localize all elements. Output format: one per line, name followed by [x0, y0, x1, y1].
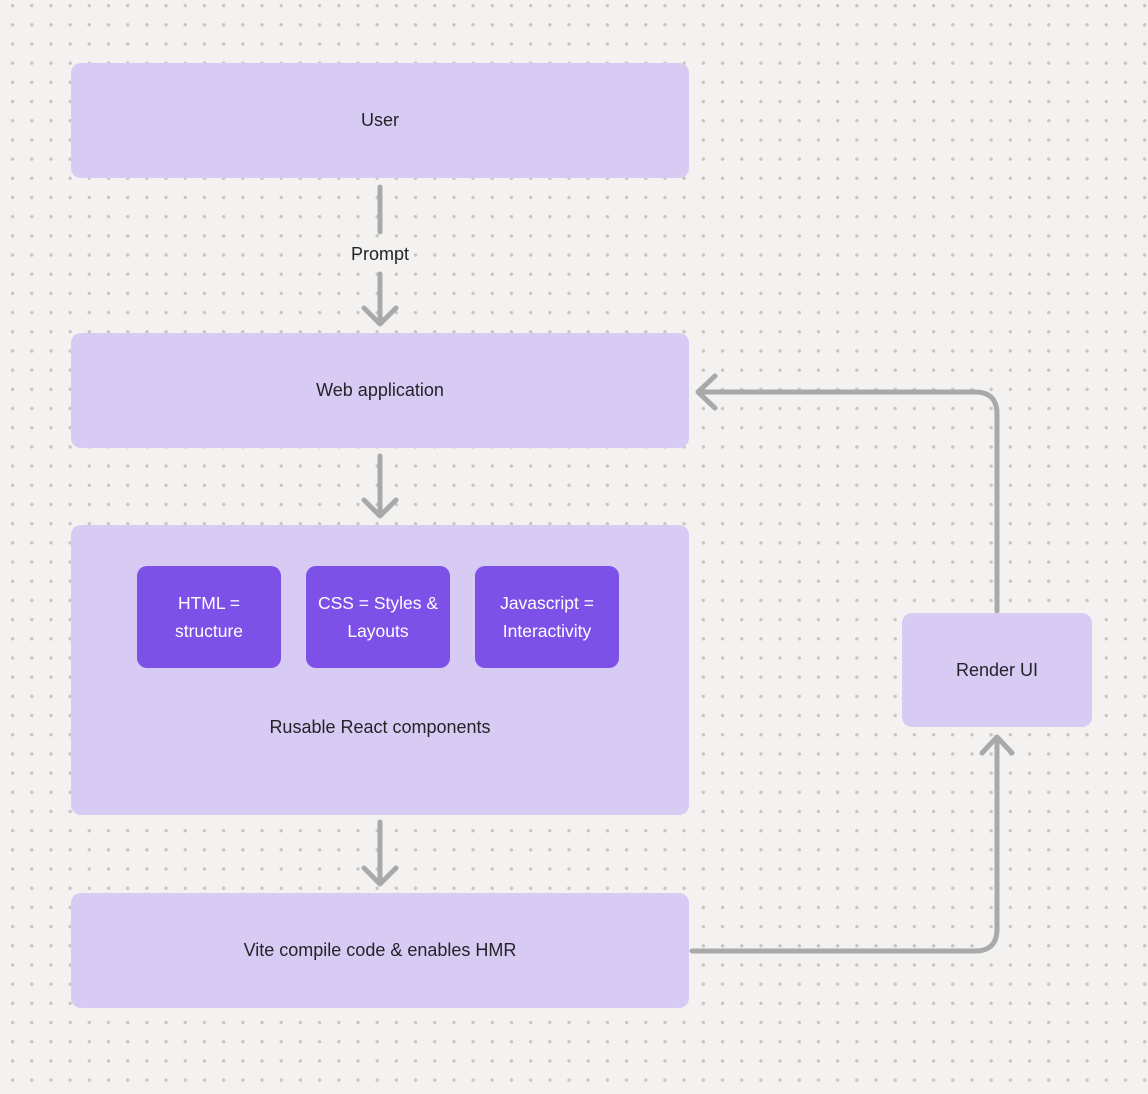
arrow-vite-to-render-ui	[689, 734, 1015, 954]
node-vite[interactable]: Vite compile code & enables HMR	[71, 893, 689, 1008]
arrowhead-up-icon	[979, 734, 1015, 756]
node-vite-label: Vite compile code & enables HMR	[243, 940, 517, 960]
arrowhead-left-icon	[695, 373, 718, 411]
arrow-components-to-vite	[361, 819, 399, 887]
node-web-application-label: Web application	[316, 380, 444, 400]
node-render-ui-label: Render UI	[955, 659, 1039, 680]
arrow-webapp-to-components	[361, 453, 399, 519]
arrowhead-down-icon	[361, 305, 399, 327]
node-javascript-label: Javascript = Interactivity	[500, 593, 594, 641]
node-render-ui[interactable]: Render UI	[902, 613, 1092, 727]
node-user-label: User	[360, 110, 399, 130]
edge-label-prompt: Prompt	[350, 244, 410, 264]
node-components-container-label: Rusable React components	[269, 717, 491, 737]
node-css[interactable]: CSS = Styles & Layouts	[306, 566, 450, 668]
node-web-application[interactable]: Web application	[71, 333, 689, 448]
arrowhead-down-icon	[361, 497, 399, 519]
node-html-label: HTML = structure	[174, 593, 244, 641]
node-javascript[interactable]: Javascript = Interactivity	[475, 566, 619, 668]
node-components-container[interactable]: HTML = structure CSS = Styles & Layouts …	[71, 525, 689, 815]
node-html[interactable]: HTML = structure	[137, 566, 281, 668]
node-user[interactable]: User	[71, 63, 689, 178]
arrowhead-down-icon	[361, 865, 399, 887]
node-css-label: CSS = Styles & Layouts	[317, 593, 439, 641]
arrow-render-ui-to-webapp	[695, 373, 1000, 614]
